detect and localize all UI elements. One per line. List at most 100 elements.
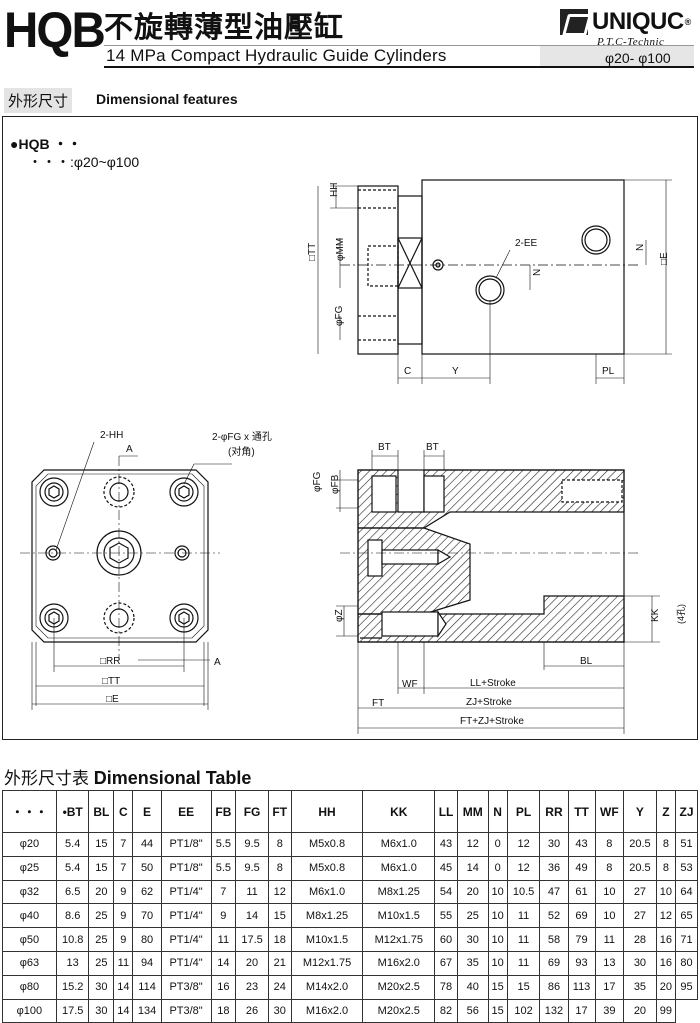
table-cell: 20 — [655, 974, 677, 1000]
table-cell: 65 — [675, 903, 698, 929]
table-cell: 20.5 — [623, 832, 657, 857]
table-cell: 12 — [506, 855, 541, 881]
table-cell: M12x1.75 — [362, 927, 436, 952]
brand-logo: UNIQUC® — [560, 8, 691, 36]
table-cell: 134 — [132, 998, 162, 1023]
table-cell: M10x1.5 — [290, 927, 364, 952]
table-cell: 69 — [567, 903, 596, 929]
column-header: N — [487, 790, 508, 833]
table-cell: 30 — [539, 832, 569, 857]
table-cell: 40 — [456, 974, 489, 1000]
table-cell: M6x1.0 — [362, 832, 436, 857]
size-range: φ20- φ100 — [605, 50, 671, 66]
column-header: FG — [235, 790, 269, 833]
table-cell: 95 — [675, 974, 698, 1000]
table-cell: 14 — [235, 903, 269, 929]
table-cell: 5.4 — [55, 832, 90, 857]
table-cell: 8.6 — [55, 903, 90, 929]
table-cell: 10 — [594, 903, 625, 929]
table-cell: PT1/4" — [160, 927, 212, 952]
table-cell: 80 — [132, 927, 162, 952]
table-cell: 9.5 — [235, 832, 269, 857]
table-title-english: Dimensional Table — [93, 768, 252, 788]
table-cell: 14 — [113, 974, 134, 1000]
table-cell: 7 — [113, 855, 134, 881]
table-cell: PT3/8" — [160, 998, 212, 1023]
column-header: HH — [290, 790, 364, 833]
table-cell: 99 — [655, 998, 677, 1023]
table-cell: PT1/4" — [160, 879, 212, 905]
table-cell: 0 — [487, 855, 508, 881]
page-header: HQB 不旋轉薄型油壓缸 14 MPa Compact Hydraulic Gu… — [0, 0, 700, 72]
column-header: FT — [267, 790, 292, 833]
table-cell: 30 — [267, 998, 292, 1023]
table-cell: 10.5 — [506, 879, 541, 905]
table-cell: 11 — [594, 927, 625, 952]
column-header: MM — [456, 790, 489, 833]
column-header: Y — [623, 790, 657, 833]
table-cell: M8x1.25 — [362, 879, 436, 905]
table-cell: 47 — [539, 879, 569, 905]
column-header: •BT — [55, 790, 90, 833]
table-cell: 9.5 — [235, 855, 269, 881]
table-cell: 28 — [623, 927, 657, 952]
table-cell: φ80 — [2, 974, 57, 1000]
column-header: ・・・ — [2, 790, 57, 833]
table-cell: 10 — [487, 927, 508, 952]
table-cell: 27 — [623, 879, 657, 905]
table-cell: 13 — [55, 950, 90, 976]
table-cell: 12 — [655, 903, 677, 929]
table-cell: 8 — [594, 855, 625, 881]
table-cell: 14 — [113, 998, 134, 1023]
table-cell: 24 — [267, 974, 292, 1000]
table-cell: PT3/8" — [160, 974, 212, 1000]
brand-name: UNIQUC — [592, 8, 684, 35]
table-cell: 7 — [113, 832, 134, 857]
table-cell: 16 — [655, 950, 677, 976]
column-header: BL — [88, 790, 115, 833]
table-cell: 13 — [594, 950, 625, 976]
table-cell: 10 — [655, 879, 677, 905]
header-band — [540, 46, 694, 66]
table-cell: 25 — [88, 950, 115, 976]
table-cell: 94 — [132, 950, 162, 976]
table-cell: 5.5 — [210, 855, 237, 881]
table-cell: M6x1.0 — [290, 879, 364, 905]
column-header: RR — [539, 790, 569, 833]
table-cell: 80 — [675, 950, 698, 976]
table-cell: 20.5 — [623, 855, 657, 881]
table-cell: 11 — [506, 927, 541, 952]
table-cell: 11 — [210, 927, 237, 952]
table-cell: 20 — [623, 998, 657, 1023]
table-cell: 23 — [235, 974, 269, 1000]
table-cell: 12 — [456, 832, 489, 857]
table-cell: 11 — [113, 950, 134, 976]
series-range: ・・・:φ20~φ100 — [28, 154, 140, 170]
table-cell: 67 — [434, 950, 458, 976]
table-cell: M12x1.75 — [290, 950, 364, 976]
column-header: WF — [594, 790, 625, 833]
table-cell: 25 — [88, 927, 115, 952]
header-divider — [104, 66, 694, 68]
table-cell: 49 — [567, 855, 596, 881]
table-cell: 5.5 — [210, 832, 237, 857]
table-cell: φ20 — [2, 832, 57, 857]
table-cell: 18 — [267, 927, 292, 952]
brand-subtitle: P.T.C-Technic — [597, 36, 665, 48]
table-cell: 15 — [487, 974, 508, 1000]
table-cell: 6.5 — [55, 879, 90, 905]
table-cell: 8 — [594, 832, 625, 857]
table-cell: M5x0.8 — [290, 855, 364, 881]
table-cell: M6x1.0 — [362, 855, 436, 881]
section-label-chinese: 外形尺寸 — [4, 88, 73, 113]
column-header: Z — [655, 790, 677, 833]
table-cell: 61 — [567, 879, 596, 905]
table-cell: 10 — [487, 903, 508, 929]
table-cell: PT1/4" — [160, 950, 212, 976]
